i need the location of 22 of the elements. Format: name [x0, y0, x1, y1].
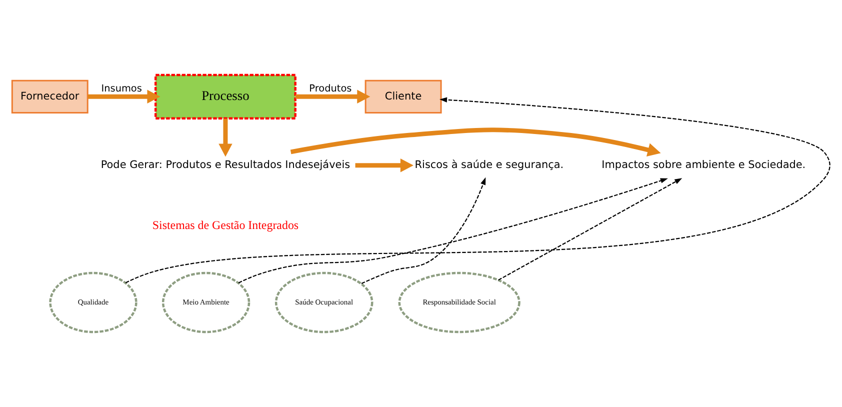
node-box: Processo [154, 74, 296, 120]
label: Sistemas de Gestão Integrados [152, 218, 299, 232]
arrow [361, 177, 486, 284]
arrow [296, 90, 370, 104]
node-box: Fornecedor [11, 80, 88, 114]
arrow [238, 178, 668, 284]
node-text: Impactos sobre ambiente e Sociedade. [602, 159, 806, 172]
node-ellipse: Saúde Ocupacional [274, 272, 374, 334]
arrow [290, 128, 661, 157]
node-box: Cliente [364, 80, 442, 114]
edge-label: Insumos [101, 84, 142, 95]
node-ellipse: Meio Ambiente [162, 272, 250, 334]
arrow [88, 90, 160, 104]
node-ellipse: Qualidade [49, 272, 138, 334]
node-ellipse: Responsabilidade Social [398, 272, 520, 334]
edge-label: Produtos [309, 84, 352, 95]
arrow [218, 118, 232, 157]
node-text: Riscos à saúde e segurança. [414, 159, 564, 172]
arrow [498, 178, 682, 281]
node-text: Pode Gerar: Produtos e Resultados Indesejáveis [100, 159, 350, 172]
arrow [355, 158, 414, 172]
arrow [125, 97, 830, 284]
